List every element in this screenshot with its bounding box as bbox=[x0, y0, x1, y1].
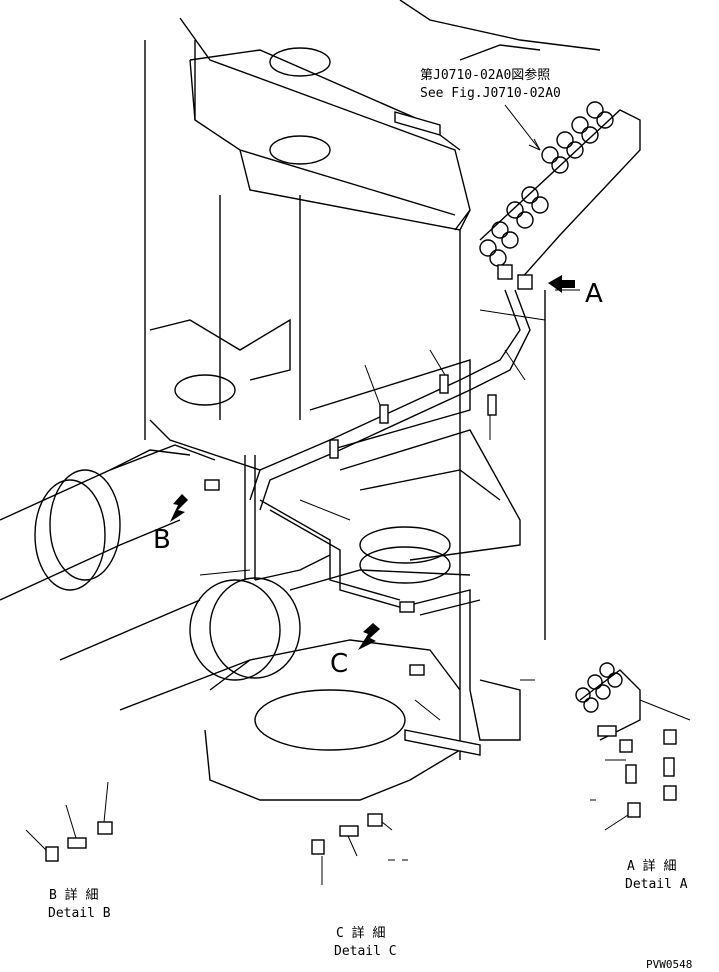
callout-a-label: A bbox=[585, 279, 603, 309]
reference-leader bbox=[504, 104, 541, 151]
valve-bank bbox=[479, 101, 641, 290]
callout-a-arrow bbox=[548, 275, 575, 293]
reference-leader-tip bbox=[528, 138, 541, 151]
detail-b-parts bbox=[25, 781, 113, 862]
detail-a-parts bbox=[575, 662, 691, 831]
detail-a-label-jp: A 詳 細 bbox=[627, 858, 676, 874]
callout-b-arrow bbox=[170, 494, 188, 522]
hose-routing bbox=[199, 289, 546, 741]
detail-b-label-en: Detail B bbox=[48, 906, 111, 921]
cylinder-left bbox=[0, 444, 216, 601]
callout-b-label: B bbox=[153, 525, 171, 555]
cylinder-lower bbox=[59, 569, 471, 711]
detail-c-label-en: Detail C bbox=[334, 944, 397, 959]
callout-c-label: C bbox=[330, 649, 348, 679]
swing-base bbox=[204, 639, 481, 801]
detail-c-label-jp: C 詳 細 bbox=[336, 925, 385, 941]
detail-a-label-en: Detail A bbox=[625, 877, 688, 892]
callout-c-arrow bbox=[358, 623, 380, 650]
reference-label-en: See Fig.J0710-02A0 bbox=[420, 86, 561, 101]
reference-label-jp: 第J0710-02A0図参照 bbox=[420, 67, 550, 83]
detail-b-label-jp: B 詳 細 bbox=[49, 887, 98, 903]
mid-bracket bbox=[149, 318, 521, 584]
upper-frame bbox=[144, 0, 601, 760]
detail-c-parts bbox=[311, 813, 408, 885]
drawing-code: PVW0548 bbox=[646, 958, 692, 971]
